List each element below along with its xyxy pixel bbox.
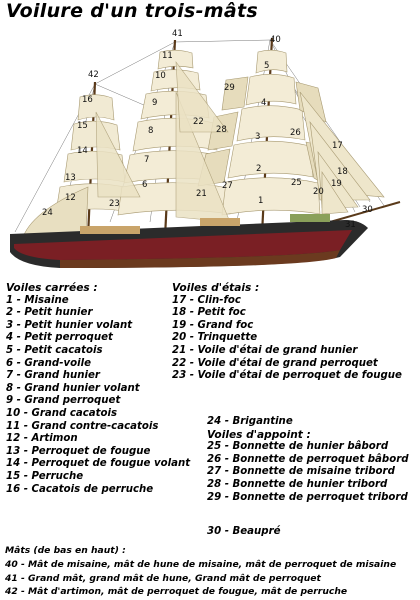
ship-label-27: 27 — [222, 181, 233, 191]
ship-label-21: 21 — [196, 189, 207, 199]
ship-label-15: 15 — [77, 121, 88, 131]
square-sails-heading: Voiles carrées : — [6, 282, 98, 294]
legend-item: 3 - Petit hunier volant — [6, 319, 133, 331]
ship-label-29: 29 — [224, 83, 235, 93]
ship-label-17: 17 — [332, 141, 343, 151]
ship-hull — [10, 214, 368, 268]
ship-label-26: 26 — [290, 128, 301, 138]
sail-labels: 1 2 3 4 5 6 7 8 9 10 11 12 13 14 15 16 1… — [42, 29, 373, 230]
legend-item: 16 - Cacatois de perruche — [6, 483, 154, 495]
legend-item: 13 - Perroquet de fougue — [6, 445, 151, 457]
mast-item: 40 - Mât de misaine, mât de hune de misa… — [5, 558, 397, 570]
staysails-heading: Voiles d'étais : — [172, 282, 260, 294]
legend-item: 22 - Voile d'étai de grand perroquet — [172, 357, 378, 369]
staysails — [95, 61, 231, 223]
legend-item: 12 - Artimon — [6, 433, 78, 445]
legend-item: 14 - Perroquet de fougue volant — [6, 458, 191, 470]
ship-label-30: 30 — [362, 205, 373, 215]
ship-label-8: 8 — [148, 126, 153, 136]
legend-right-column: Voiles d'étais : 17 - Clin-foc 18 - Peti… — [172, 282, 402, 383]
ship-label-1: 1 — [258, 196, 263, 206]
ship-label-25: 25 — [291, 178, 302, 188]
appoint-heading: Voiles d'appoint : — [207, 428, 311, 441]
page-title: Voilure d'un trois-mâts — [6, 0, 259, 22]
ship-label-31: 31 — [345, 220, 356, 230]
legend-item: 18 - Petit foc — [172, 307, 246, 319]
legend-left-column: Voiles carrées : 1 - Misaine 2 - Petit h… — [6, 282, 190, 496]
ship-label-12: 12 — [65, 193, 76, 203]
legend-item: 17 - Clin-foc — [172, 294, 241, 306]
bowsprit — [329, 201, 401, 223]
legend-item: 19 - Grand foc — [172, 319, 254, 331]
ship-label-22: 22 — [193, 117, 204, 127]
legend-item: 20 - Trinquette — [172, 332, 258, 344]
beaupre-item: 30 - Beaupré — [207, 526, 281, 537]
ship-label-10: 10 — [155, 71, 166, 81]
legend-item: 15 - Perruche — [6, 470, 84, 482]
ship-label-40: 40 — [270, 35, 281, 45]
ship-label-28: 28 — [216, 125, 227, 135]
legend-item: 29 - Bonnette de perroquet tribord — [207, 491, 408, 503]
ship-label-41: 41 — [172, 29, 183, 39]
fore-sails — [221, 49, 321, 216]
ship-label-20: 20 — [313, 187, 324, 197]
ship-label-4: 4 — [261, 98, 266, 108]
ship-label-3: 3 — [255, 132, 260, 142]
ship-label-13: 13 — [65, 173, 76, 183]
masts-legend: Mâts (de bas en haut) : 40 - Mât de misa… — [5, 544, 396, 599]
ship-label-23: 23 — [109, 199, 120, 209]
legend-item: 23 - Voile d'étai de perroquet de fougue — [172, 370, 402, 382]
legend-item: 10 - Grand cacatois — [6, 407, 118, 419]
mast-item: 42 - Mât d'artimon, mât de perroquet de … — [5, 586, 348, 598]
ship-label-16: 16 — [82, 95, 93, 105]
ship-label-11: 11 — [162, 51, 173, 61]
ship-label-18: 18 — [337, 167, 348, 177]
legend-item: 4 - Petit perroquet — [6, 332, 113, 344]
ship-illustration: 1 2 3 4 5 6 7 8 9 10 11 12 13 14 15 16 1… — [10, 29, 401, 268]
legend-item: 2 - Petit hunier — [6, 307, 93, 319]
jib-sails — [299, 91, 385, 215]
legend-item: 5 - Petit cacatois — [6, 344, 103, 356]
ship-label-24: 24 — [42, 208, 53, 218]
legend-item: 11 - Grand contre-cacatois — [6, 420, 159, 432]
ship-label-7: 7 — [144, 155, 149, 165]
ship-label-14: 14 — [77, 146, 88, 156]
ship-label-19: 19 — [331, 179, 342, 189]
legend-appoint-column: 24 - Brigantine Voiles d'appoint : 25 - … — [207, 416, 409, 504]
legend-item: 28 - Bonnette de hunier tribord — [207, 478, 388, 490]
legend-item: 21 - Voile d'étai de grand hunier — [172, 344, 358, 356]
ship-label-9: 9 — [152, 98, 157, 108]
mast-item: 41 - Grand mât, grand mât de hune, Grand… — [5, 572, 321, 584]
ship-label-5: 5 — [264, 61, 269, 71]
ship-label-6: 6 — [142, 180, 147, 190]
legend-item: 8 - Grand hunier volant — [6, 382, 140, 394]
legend-item: 9 - Grand perroquet — [6, 395, 121, 407]
ship-label-2: 2 — [256, 164, 261, 174]
legend-item: 26 - Bonnette de perroquet bâbord — [207, 453, 409, 465]
legend-item: 7 - Grand hunier — [6, 370, 100, 382]
masts-heading: Mâts (de bas en haut) : — [5, 545, 126, 556]
legend-item: 27 - Bonnette de misaine tribord — [207, 466, 395, 478]
brigantine-item: 24 - Brigantine — [207, 416, 293, 427]
legend-item: 25 - Bonnette de hunier bâbord — [207, 441, 389, 453]
ship-label-42: 42 — [88, 70, 99, 80]
legend-item: 1 - Misaine — [6, 294, 69, 306]
legend-item: 6 - Grand-voile — [6, 357, 91, 369]
